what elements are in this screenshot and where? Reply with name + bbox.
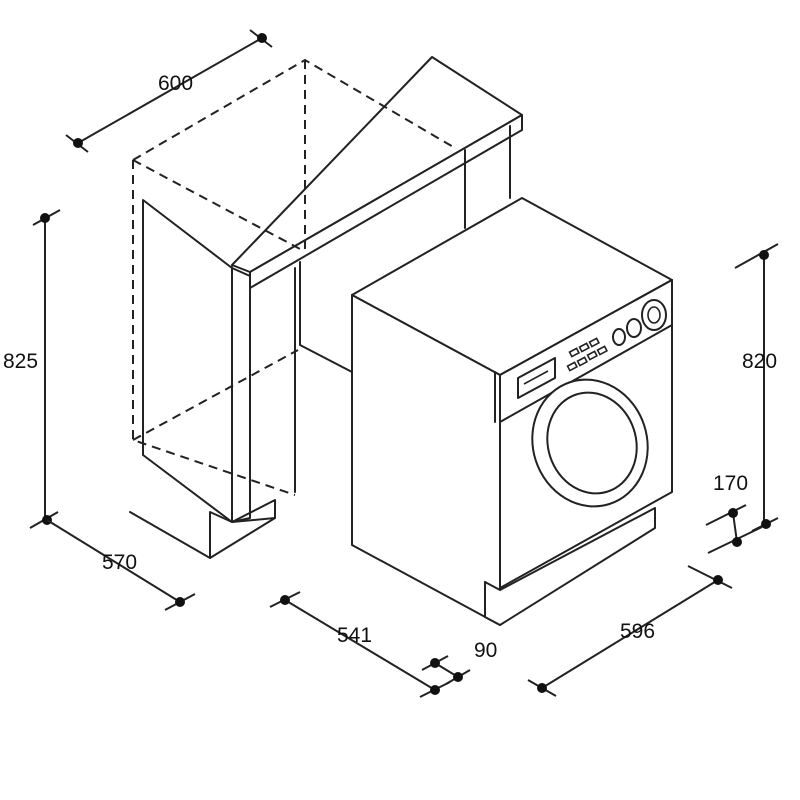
niche-outline-floor xyxy=(132,349,299,441)
program-buttons xyxy=(566,337,609,372)
knob-small-1 xyxy=(612,328,626,346)
door-glass xyxy=(546,391,638,495)
knob-small-2 xyxy=(626,318,642,338)
cabinet-side-panel xyxy=(142,199,233,523)
label-cabinet-height: 825 xyxy=(3,350,38,373)
program-dial xyxy=(641,299,667,331)
washing-machine xyxy=(351,197,673,626)
cabinet-plinth-base xyxy=(209,517,276,559)
worktop-cabinet xyxy=(129,56,523,559)
dim-line-machine-width xyxy=(541,579,719,689)
label-machine-height: 820 xyxy=(742,350,777,373)
dimension-labels: 600 825 570 541 90 596 820 170 xyxy=(3,72,777,662)
control-panel xyxy=(499,279,673,423)
cabinet-plinth xyxy=(129,499,276,559)
label-plinth-height: 170 xyxy=(713,472,748,495)
label-machine-width: 596 xyxy=(620,620,655,643)
door-ring xyxy=(531,378,649,508)
label-cabinet-width: 600 xyxy=(158,72,193,95)
niche-outline-left xyxy=(132,160,296,496)
program-dial-inner xyxy=(647,306,661,324)
label-machine-depth: 541 xyxy=(337,624,372,647)
cabinet-front-strip xyxy=(231,267,251,523)
dim-line-cabinet-depth xyxy=(46,519,181,603)
niche-outline-front xyxy=(132,159,303,251)
dim-line-cabinet-width xyxy=(77,37,263,144)
label-cabinet-depth: 570 xyxy=(102,551,137,574)
cabinet-back-panel xyxy=(299,261,353,373)
display-line xyxy=(523,370,549,385)
label-door-offset: 90 xyxy=(474,639,497,662)
dimension-lines xyxy=(29,29,779,698)
dim-line-machine-depth xyxy=(284,599,436,691)
